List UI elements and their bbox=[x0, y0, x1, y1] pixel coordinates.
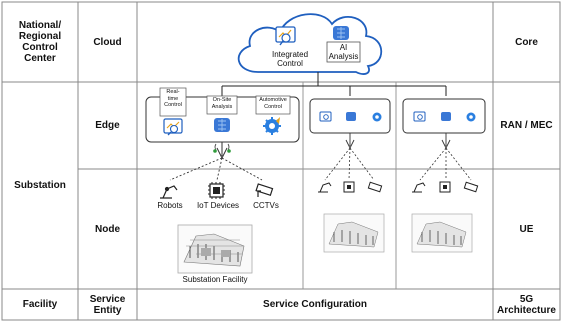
node3-facility-image bbox=[411, 213, 473, 253]
ai-analysis-label: AI Analysis bbox=[328, 43, 359, 61]
node2-cctv-icon bbox=[367, 181, 383, 193]
row-label-national: National/ Regional Control Center bbox=[18, 20, 62, 64]
realtime-control-label: Real- time Control bbox=[164, 89, 182, 108]
arch-label-ue: UE bbox=[519, 223, 534, 235]
edge3-radio-links bbox=[419, 147, 472, 181]
edge2-radio-links bbox=[324, 147, 375, 181]
entity-label-node: Node bbox=[95, 223, 120, 235]
substation-facility-image bbox=[177, 224, 253, 274]
edge3-control-icon bbox=[413, 111, 426, 122]
ai-analysis-brain-icon bbox=[333, 26, 349, 40]
robot-arm-icon bbox=[160, 185, 178, 199]
automotive-control-gear-icon bbox=[263, 117, 281, 135]
edge2-antenna-icon bbox=[345, 133, 355, 150]
edge3-antenna-icon bbox=[441, 133, 451, 150]
integrated-control-icon bbox=[275, 26, 296, 46]
arch-label-ran-mec: RAN / MEC bbox=[500, 120, 553, 131]
node3-robot-icon bbox=[412, 182, 426, 193]
iot-devices-label: IoT Devices bbox=[196, 201, 240, 210]
edge2-brain-icon bbox=[346, 112, 356, 121]
node2-iot-icon bbox=[343, 181, 355, 193]
entity-label-cloud: Cloud bbox=[93, 36, 122, 48]
edge3-gear-icon bbox=[466, 112, 476, 122]
realtime-label-box bbox=[159, 87, 187, 117]
substation-facility-label: Substation Facility bbox=[182, 275, 248, 284]
arch-label-5g: 5G Architecture bbox=[497, 293, 556, 316]
main-antenna-icon bbox=[213, 142, 231, 160]
edge3-brain-icon bbox=[441, 112, 451, 121]
robots-label: Robots bbox=[157, 201, 183, 210]
cctvs-label: CCTVs bbox=[253, 201, 279, 210]
ai-analysis-box bbox=[326, 41, 361, 63]
node2-facility-image bbox=[323, 213, 385, 253]
arch-label-core: Core bbox=[515, 36, 538, 48]
realtime-control-icon bbox=[163, 118, 183, 136]
onsite-analysis-label: On-Site Analysis bbox=[211, 97, 233, 110]
automotive-control-label: Automotive Control bbox=[259, 97, 287, 110]
node2-robot-icon bbox=[318, 182, 332, 193]
edge2-gear-icon bbox=[372, 112, 382, 122]
service-configuration-label: Service Configuration bbox=[263, 299, 367, 310]
edge2-control-icon bbox=[319, 111, 332, 122]
entity-label-service-entity: Service Entity bbox=[89, 293, 126, 316]
cloud-connectors bbox=[221, 72, 447, 96]
entity-label-edge: Edge bbox=[95, 120, 120, 131]
integrated-control-label: Integrated Control bbox=[271, 50, 309, 68]
row-label-substation: Substation bbox=[14, 180, 66, 191]
onsite-label-box bbox=[206, 95, 238, 115]
main-radio-links bbox=[169, 157, 263, 181]
iot-chip-icon bbox=[208, 182, 225, 199]
automotive-label-box bbox=[255, 95, 291, 115]
onsite-analysis-brain-icon bbox=[214, 118, 230, 132]
node3-iot-icon bbox=[439, 181, 451, 193]
node3-cctv-icon bbox=[463, 181, 479, 193]
row-label-facility: Facility bbox=[22, 299, 58, 310]
cctv-camera-icon bbox=[255, 183, 274, 197]
